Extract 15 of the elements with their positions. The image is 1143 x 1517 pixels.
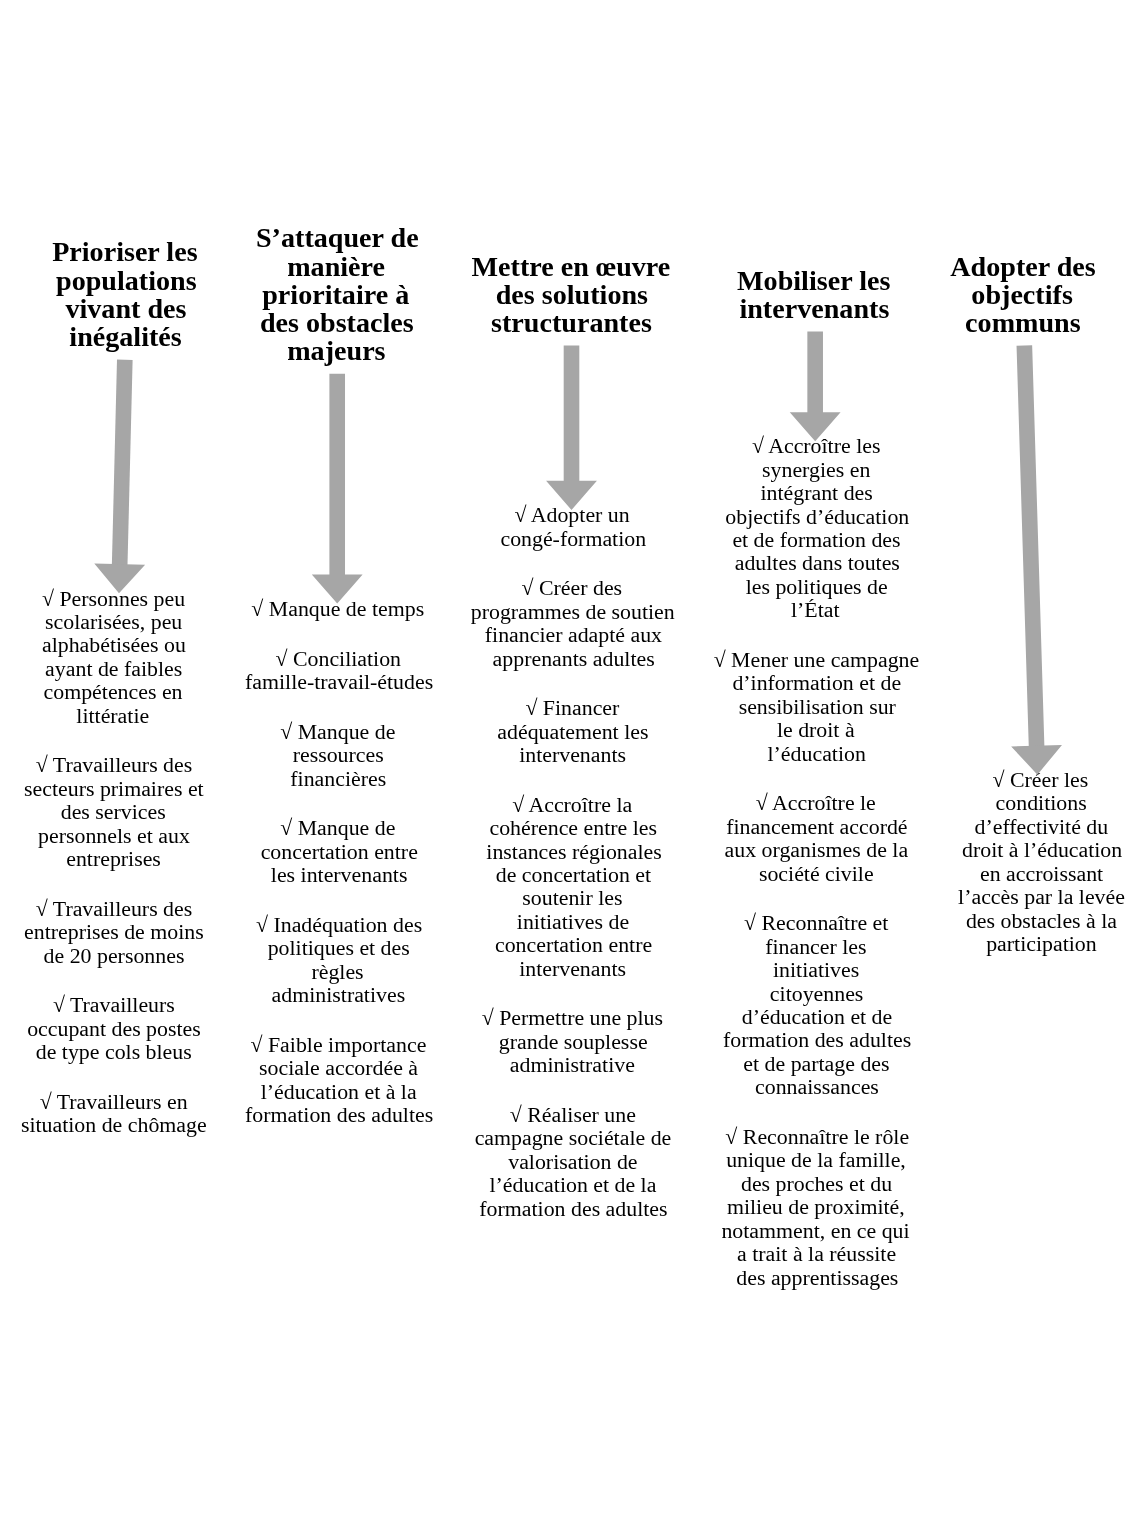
arrow [311, 373, 363, 604]
arrow [789, 331, 841, 442]
node-text: √ Manque de temps √ Conciliation famille-travail-études √ Manque de ressources financières √ Manque de concertation entre les intervenants √ Inadéquation des politiques et des règles administratives √ Faible importance sociale accordée à l’éducation et à la formation des adultes [245, 596, 434, 1127]
arrow [546, 345, 597, 510]
node-text: Mobiliser les intervenants [737, 264, 891, 324]
node-text: Mettre en œuvre des solutions structurantes [471, 250, 671, 338]
arrow [1011, 345, 1062, 775]
node-text: √ Créer les conditions d’effectivité du droit à l’éducation en accroissant l’accès par la levée des obstacles à la participation [958, 767, 1125, 956]
node-text: √ Personnes peu scolarisées, peu alphabétisées ou ayant de faibles compétences en littératie √ Travailleurs des secteurs primaires et des services personnels et aux entreprises √ Travailleurs des entreprises de moins de 20 personnes √ Travailleurs occupant des postes de type cols bleus √ Travailleurs en situation de chômage [20, 586, 207, 1138]
node-text: S’attaquer de manière prioritaire à des obstacles majeurs [255, 222, 419, 366]
arrow [94, 359, 146, 594]
node-text: Adopter des objectifs communs [950, 250, 1096, 338]
node-text: √ Accroître les synergies en intégrant des objectifs d’éducation et de formation des adultes dans toutes les politiques de l’État √ Mener une campagne d’information et de sensibilisation sur le droit à l’éducation √ Accroître le financement accordé aux organismes de la société civile √ Reconnaître et financer les initiatives citoyennes d’éducation et de formation des adultes et de partage des connaissances √ Reconnaître le rôle unique de la famille, des proches et du milieu de proximité, notamment, en ce qui a trait à la réussite des apprentissages [713, 434, 920, 1290]
node-text: √ Adopter un congé-formation √ Créer des programmes de soutien financier adapté aux apprenants adultes √ Financer adéquatement les intervenants √ Accroître la cohérence entre les instances régionales de concertation et soutenir les initiatives de concertation entre intervenants √ Permettre une plus grande souplesse administrative √ Réaliser une campagne sociétale de valorisation de l’éducation et de la formation des adultes [470, 503, 675, 1221]
node-text: Prioriser les populations vivant des inégalités [52, 236, 198, 352]
